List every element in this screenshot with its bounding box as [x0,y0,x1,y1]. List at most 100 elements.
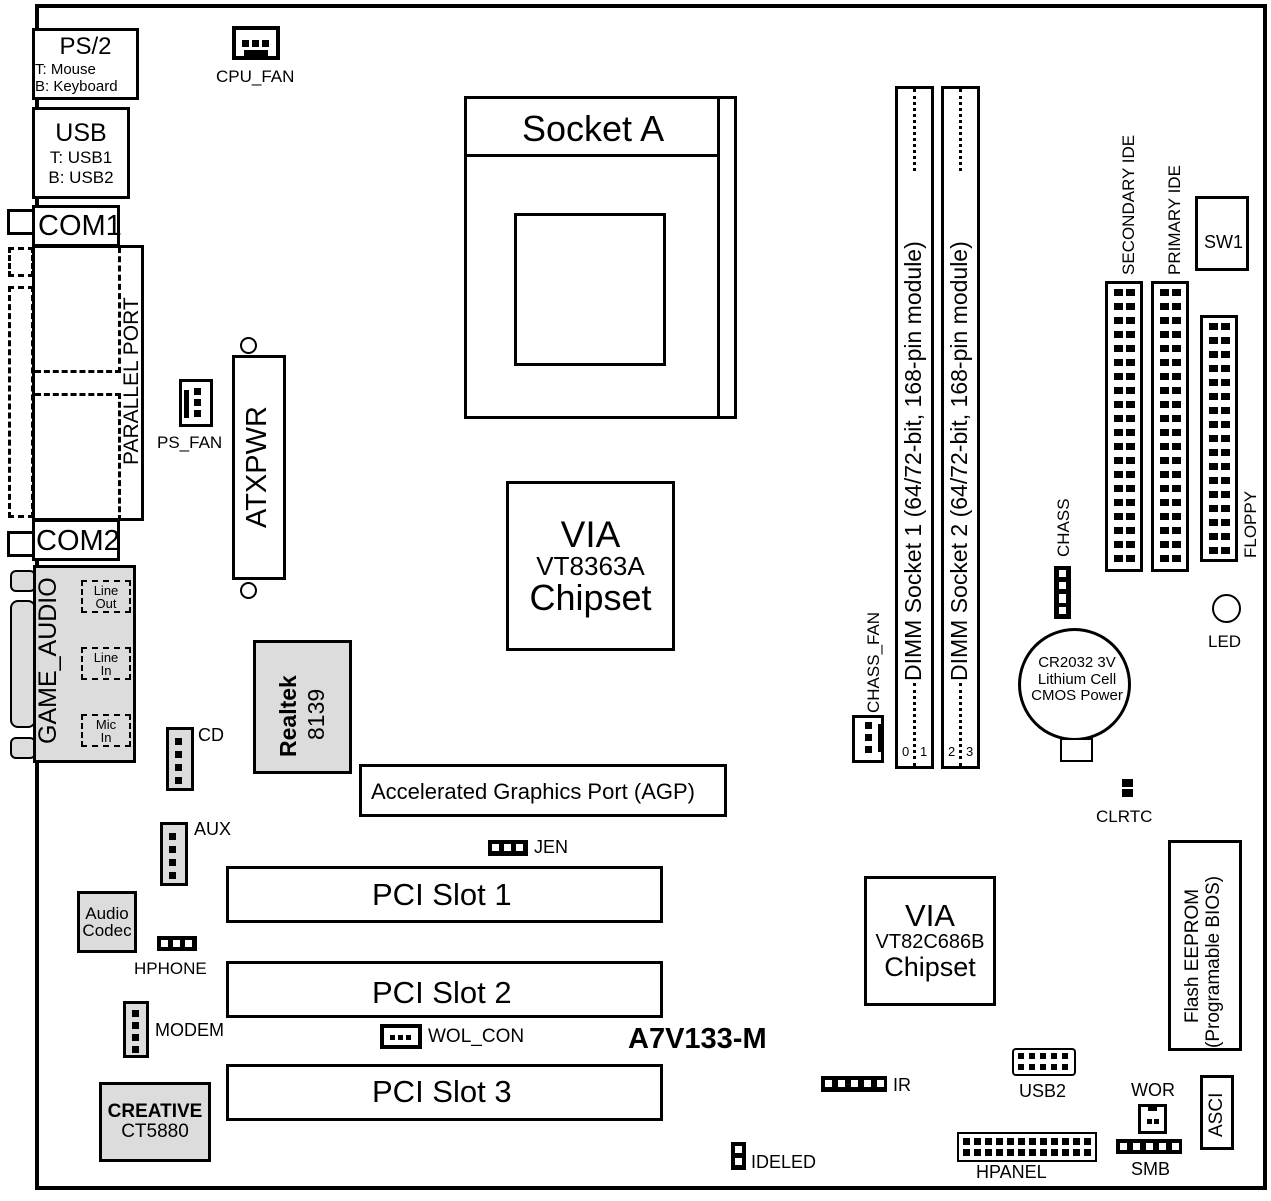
jumper-pin [864,1080,871,1087]
connector-pin [1221,393,1230,400]
connector-pin [1209,533,1218,540]
connector-pin [1126,401,1135,408]
agp-slot: Accelerated Graphics Port (AGP) [359,764,727,817]
wol-con-header [380,1024,422,1049]
com2-label: COM2 [36,525,120,557]
jen-jumper [488,840,528,856]
connector-pin [974,1149,981,1156]
connector-pin [1160,513,1169,520]
usb-title: USB [55,118,107,147]
northbridge-model: VT8363A [536,550,645,581]
audio-codec-text-1: Audio [85,904,129,923]
com2-tab [7,531,35,557]
connector-pin [1040,1064,1046,1070]
connector-pin [1029,1138,1036,1145]
chass-header [1054,566,1071,619]
connector-pin [985,1138,992,1145]
connector-pin [1209,491,1218,498]
sw1-switch: SW1 [1195,196,1249,271]
connector-pin [1209,351,1218,358]
connector-pin [1209,407,1218,414]
connector-pin [1172,387,1181,394]
connector-pin [1160,429,1169,436]
connector-pin [1114,303,1123,310]
connector-pin [1114,471,1123,478]
bios-flash-chip [1168,840,1242,1051]
line-out-text-1: Line [93,582,119,598]
ps2-top: T: Mouse [35,61,96,78]
connector-pin [1114,331,1123,338]
connector-pin [1126,373,1135,380]
usb2-header [1012,1048,1076,1076]
battery-holder-tab [1060,738,1093,762]
connector-pin [1172,415,1181,422]
dimm-socket-1 [895,86,934,769]
usb-bottom: B: USB2 [48,167,114,187]
line-in-text-1: Line [93,649,119,665]
primary-ide-label: PRIMARY IDE [1165,165,1184,275]
connector-pin [1221,533,1230,540]
connector-pin [1160,555,1169,562]
com1-port: COM1 [32,205,122,247]
jumper-pin [825,1080,832,1087]
connector-pin [1062,1064,1068,1070]
creative-brand: CREATIVE [107,1101,203,1123]
connector-pin [1114,555,1123,562]
connector-pin [1209,463,1218,470]
modem-header [123,1001,149,1058]
connector-pin [1114,513,1123,520]
connector-pin [996,1138,1003,1145]
connector-pin [1051,1149,1058,1156]
clrtc-jumper [1122,779,1133,799]
ps2-port: PS/2 T: Mouse B: Keyboard [32,28,139,100]
connector-pin [1160,345,1169,352]
connector-pin [1114,345,1123,352]
connector-pin [1114,485,1123,492]
connector-pin [1126,429,1135,436]
connector-pin [1018,1053,1024,1059]
usb-top: T: USB1 [49,147,113,167]
connector-pin [1126,471,1135,478]
connector-pin [1209,519,1218,526]
connector-pin [1221,505,1230,512]
connector-pin [1114,359,1123,366]
hpanel-header [957,1132,1097,1162]
line-out-text-2: Out [95,595,117,611]
jumper-pin [851,1080,858,1087]
connector-pin [1221,365,1230,372]
smb-header [1116,1139,1182,1154]
connector-pin [1126,317,1135,324]
connector-pin [1029,1053,1035,1059]
connector-pin [1126,443,1135,450]
connector-pin [1040,1138,1047,1145]
connector-pin [1126,485,1135,492]
realtek-brand: Realtek [275,675,301,757]
jumper-pin [1120,1143,1127,1150]
cpu-fan-label: CPU_FAN [216,67,295,86]
connector-pin [1172,457,1181,464]
jumper-pin [877,1080,884,1087]
connector-pin [1029,1149,1036,1156]
pci-slot-3: PCI Slot 3 [226,1064,663,1121]
board-model-label: A7V133-M [628,1023,767,1055]
jumper-pin [1172,1143,1179,1150]
ideled-header [731,1142,746,1170]
creative-model: CT5880 [121,1121,189,1142]
jumper-pin [1159,1143,1166,1150]
com1-tab [7,209,35,235]
connector-pin [1221,323,1230,330]
ps2-title: PS/2 [59,33,112,60]
connector-pin [1073,1149,1080,1156]
connector-pin [1160,471,1169,478]
game-audio-label: GAME_AUDIO [34,577,62,744]
audio-codec-chip: Audio Codec [77,891,137,953]
ps-fan-header [179,379,213,427]
connector-pin [1126,499,1135,506]
connector-pin [1221,477,1230,484]
line-out-jack: Line Out [81,580,131,613]
connector-pin [1160,457,1169,464]
connector-pin [1114,387,1123,394]
jumper-pin [838,1080,845,1087]
connector-pin [1221,351,1230,358]
connector-pin [1172,443,1181,450]
